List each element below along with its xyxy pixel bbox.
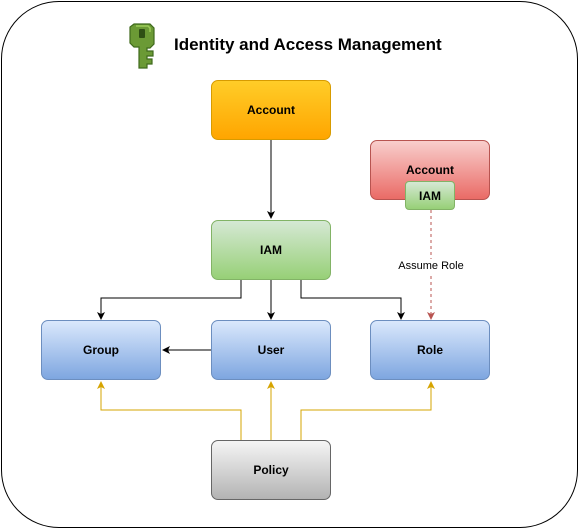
iam-to-role-edge (300, 280, 405, 320)
iam-to-group-edge (97, 280, 242, 320)
diagram-title: Identity and Access Management (174, 35, 442, 54)
group-label: Group (83, 343, 119, 357)
external-iam-label: IAM (419, 188, 441, 203)
policy-node[interactable]: Policy (211, 440, 331, 500)
role-node[interactable]: Role (370, 320, 490, 380)
account-label: Account (247, 103, 295, 117)
role-label: Role (416, 343, 443, 357)
policy-to-group-edge (97, 381, 242, 440)
group-node[interactable]: Group (41, 320, 161, 380)
user-label: User (257, 343, 285, 357)
assume-role-label: Assume Role (396, 259, 466, 273)
iam-node[interactable]: IAM (211, 220, 331, 280)
key-icon (129, 23, 155, 69)
policy-to-role-edge (300, 381, 435, 440)
external-account-label: Account (406, 163, 454, 177)
iam-label: IAM (260, 243, 282, 257)
policy-label: Policy (253, 463, 289, 477)
account-node[interactable]: Account (211, 80, 331, 140)
external-iam-node[interactable]: IAM (405, 181, 455, 210)
user-node[interactable]: User (211, 320, 331, 380)
